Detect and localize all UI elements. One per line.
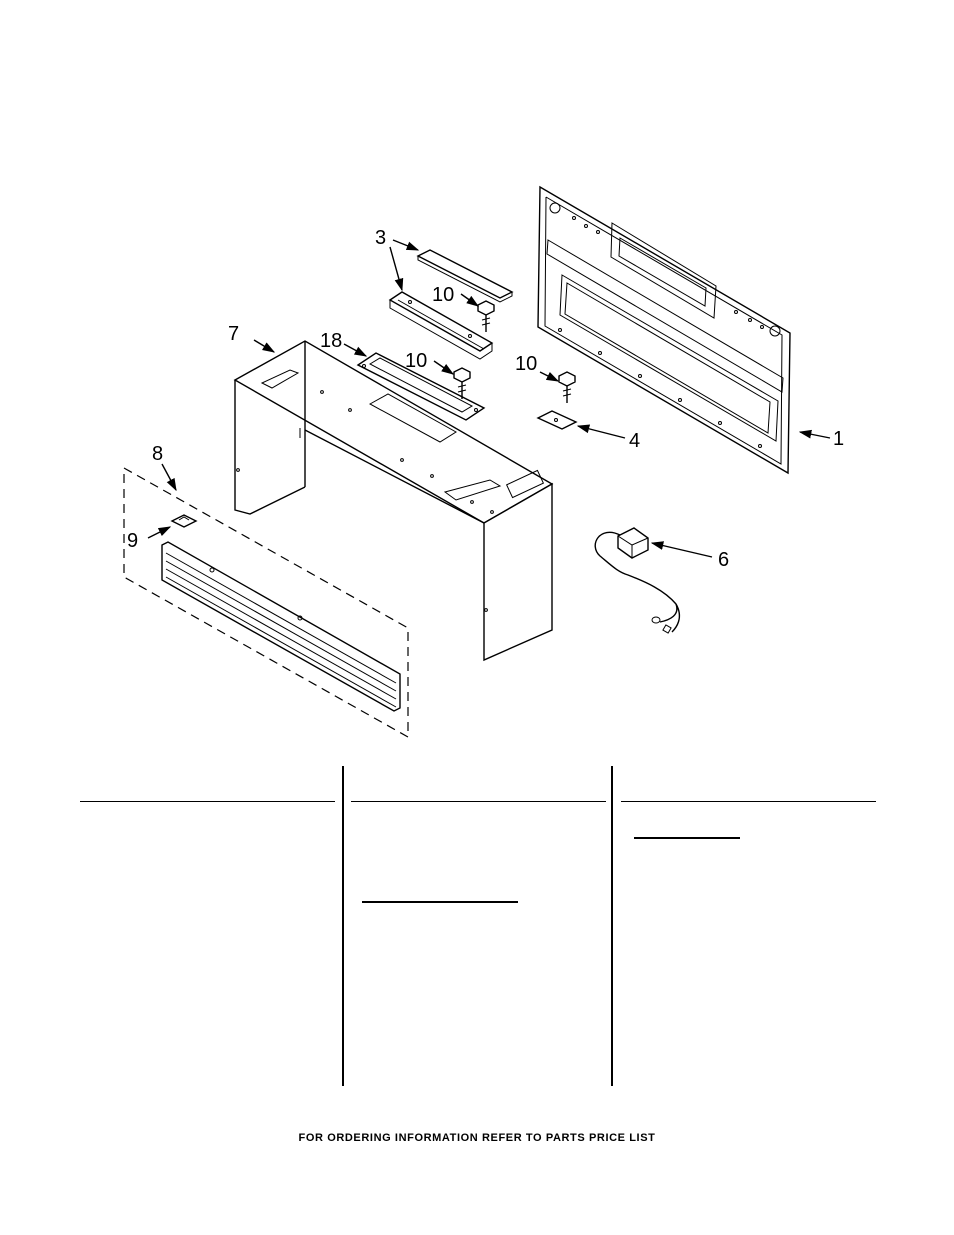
callout-1: 1 [833, 428, 844, 450]
exploded-parts-diagram: 1 3 4 6 7 8 9 10 10 10 18 [123, 185, 844, 739]
part-10-screw-a [477, 300, 495, 332]
column-header-rule-3 [621, 801, 876, 802]
part-7-cabinet [233, 340, 554, 662]
part-9-clip [170, 514, 198, 528]
callout-10-top: 10 [432, 284, 454, 306]
section-underline-middle [362, 901, 518, 903]
part-10-screw-c [558, 371, 576, 403]
part-10-screw-b [453, 367, 471, 399]
callout-7: 7 [228, 323, 239, 345]
callout-9: 9 [127, 530, 138, 552]
callout-3: 3 [375, 227, 386, 249]
callout-18: 18 [320, 330, 342, 352]
part-6-wire-harness [594, 527, 681, 634]
leader-lines [147, 239, 831, 558]
part-18-gasket [356, 352, 486, 421]
column-header-rule-1 [80, 801, 335, 802]
column-header-rule-2 [351, 801, 606, 802]
part-4-plate [536, 410, 578, 430]
part-3-top-bracket [416, 249, 514, 303]
callout-4: 4 [629, 430, 640, 452]
column-divider-right [611, 766, 613, 1086]
column-divider-left [342, 766, 344, 1086]
part-3-lower-bracket [388, 291, 494, 360]
callout-8: 8 [152, 443, 163, 465]
callout-10-right: 10 [515, 353, 537, 375]
section-underline-right [634, 837, 740, 839]
part-1-mounting-plate [537, 185, 791, 475]
part-8-grille [123, 466, 409, 739]
callout-10-middle: 10 [405, 350, 427, 372]
callout-6: 6 [718, 549, 729, 571]
ordering-info-footer: FOR ORDERING INFORMATION REFER TO PARTS … [298, 1132, 656, 1144]
